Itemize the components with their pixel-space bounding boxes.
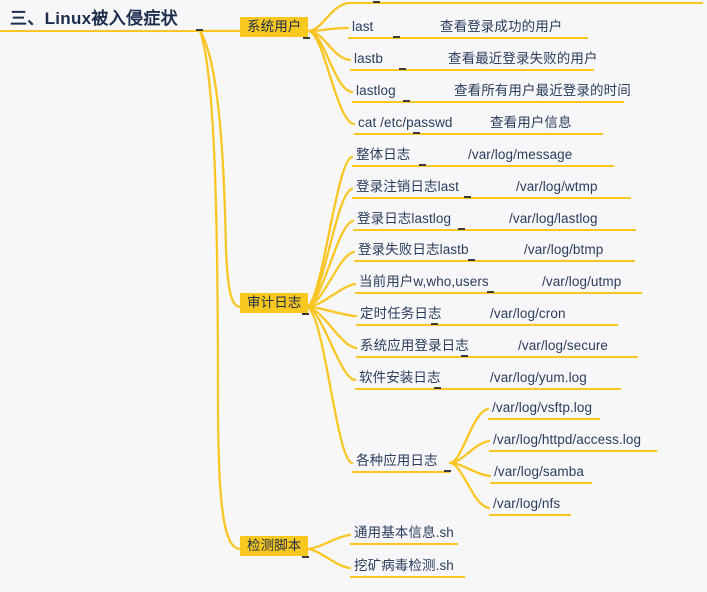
list-item[interactable]: 整体日志/var/log/message bbox=[356, 146, 572, 163]
list-item-underline bbox=[356, 324, 618, 327]
branch-detection-scripts-collapse-marker[interactable] bbox=[302, 556, 309, 559]
log-path-item[interactable]: /var/log/nfs bbox=[493, 496, 561, 511]
log-type-text: 登录注销日志last bbox=[356, 179, 460, 194]
log-path-text: /var/log/secure bbox=[518, 338, 609, 353]
log-type-text: 登录失败日志lastb bbox=[358, 242, 469, 257]
log-type-text: 系统应用登录日志 bbox=[360, 338, 469, 353]
clipped-row-collapse-marker[interactable] bbox=[373, 1, 380, 4]
list-item[interactable]: 登录日志lastlog/var/log/lastlog bbox=[357, 210, 598, 227]
branch-detection-scripts[interactable]: 检测脚本 bbox=[240, 536, 309, 556]
script-item[interactable]: 挖矿病毒检测.sh bbox=[354, 558, 454, 573]
list-item-underline bbox=[355, 388, 621, 391]
description-text: 查看最近登录失败的用户 bbox=[448, 51, 598, 66]
branch-system-users[interactable]: 系统用户 bbox=[240, 17, 309, 37]
list-item-underline bbox=[352, 101, 624, 104]
subbranch-application-logs-underline bbox=[352, 471, 450, 474]
list-item-collapse-marker[interactable] bbox=[434, 387, 441, 390]
log-path-text: /var/log/yum.log bbox=[490, 370, 587, 385]
list-item[interactable]: lastb 查看最近登录失败的用户 bbox=[354, 50, 598, 67]
log-type-text: 当前用户w,who,users bbox=[359, 274, 489, 289]
log-path-item[interactable]: /var/log/httpd/access.log bbox=[493, 432, 642, 447]
script-item-underline bbox=[350, 543, 458, 546]
log-type-text: 软件安装日志 bbox=[359, 370, 441, 385]
branch-audit-logs-label: 审计日志 bbox=[240, 293, 309, 313]
branch-system-users-collapse-marker[interactable] bbox=[303, 37, 310, 40]
log-path-item-underline bbox=[490, 482, 592, 485]
list-item[interactable]: last 查看登录成功的用户 bbox=[352, 18, 562, 35]
list-item[interactable]: 当前用户w,who,users/var/log/utmp bbox=[359, 273, 621, 290]
subbranch-application-logs-collapse-marker[interactable] bbox=[444, 470, 451, 473]
description-text: 查看登录成功的用户 bbox=[440, 19, 563, 34]
list-item[interactable]: 系统应用登录日志/var/log/secure bbox=[360, 337, 608, 354]
root-node-underline bbox=[0, 30, 200, 33]
list-item-collapse-marker[interactable] bbox=[419, 164, 426, 167]
list-item[interactable]: 登录注销日志last/var/log/wtmp bbox=[356, 178, 598, 195]
list-item-underline bbox=[355, 292, 642, 295]
clipped-row-underline bbox=[348, 2, 703, 5]
list-item-underline bbox=[352, 165, 614, 168]
subbranch-application-logs-label[interactable]: 各种应用日志 bbox=[356, 453, 438, 468]
list-item-underline bbox=[354, 260, 635, 263]
log-path-text: /var/log/btmp bbox=[524, 242, 604, 257]
script-item-underline bbox=[350, 576, 465, 579]
list-item-collapse-marker[interactable] bbox=[458, 228, 465, 231]
list-item-collapse-marker[interactable] bbox=[399, 68, 406, 71]
list-item-collapse-marker[interactable] bbox=[487, 291, 494, 294]
description-text: 查看所有用户最近登录的时间 bbox=[454, 83, 631, 98]
list-item-underline bbox=[353, 229, 636, 232]
command-text: last bbox=[352, 19, 374, 34]
log-path-item-underline bbox=[489, 514, 571, 517]
list-item-collapse-marker[interactable] bbox=[403, 100, 410, 103]
list-item-collapse-marker[interactable] bbox=[468, 259, 475, 262]
list-item-underline bbox=[352, 197, 631, 200]
root-collapse-marker[interactable] bbox=[196, 29, 203, 32]
root-node-label[interactable]: 三、Linux被入侵症状 bbox=[10, 9, 178, 28]
list-item[interactable]: lastlog 查看所有用户最近登录的时间 bbox=[356, 82, 631, 99]
branch-audit-logs[interactable]: 审计日志 bbox=[240, 293, 309, 313]
command-text: lastb bbox=[354, 51, 384, 66]
log-path-text: /var/log/lastlog bbox=[509, 211, 598, 226]
log-path-text: /var/log/utmp bbox=[542, 274, 622, 289]
list-item-underline bbox=[356, 356, 638, 359]
log-path-item[interactable]: /var/log/samba bbox=[494, 464, 584, 479]
list-item-underline bbox=[350, 69, 594, 72]
log-path-text: /var/log/cron bbox=[490, 306, 566, 321]
list-item[interactable]: 定时任务日志/var/log/cron bbox=[360, 305, 566, 322]
script-item[interactable]: 通用基本信息.sh bbox=[354, 525, 454, 540]
branch-system-users-label: 系统用户 bbox=[240, 17, 309, 37]
list-item-underline bbox=[354, 133, 603, 136]
list-item-collapse-marker[interactable] bbox=[413, 132, 420, 135]
description-text: 查看用户信息 bbox=[490, 115, 572, 130]
log-type-text: 登录日志lastlog bbox=[357, 211, 452, 226]
log-type-text: 整体日志 bbox=[356, 147, 411, 162]
log-path-item-underline bbox=[488, 418, 600, 421]
branch-audit-logs-collapse-marker[interactable] bbox=[302, 313, 309, 316]
list-item-underline bbox=[348, 37, 588, 40]
log-path-item[interactable]: /var/log/vsftp.log bbox=[492, 400, 593, 415]
list-item-collapse-marker[interactable] bbox=[464, 196, 471, 199]
log-path-text: /var/log/message bbox=[468, 147, 573, 162]
log-path-text: /var/log/wtmp bbox=[516, 179, 598, 194]
branch-detection-scripts-label: 检测脚本 bbox=[240, 536, 309, 556]
command-text: cat /etc/passwd bbox=[358, 115, 453, 130]
list-item-collapse-marker[interactable] bbox=[431, 323, 438, 326]
list-item[interactable]: 软件安装日志/var/log/yum.log bbox=[359, 369, 587, 386]
command-text: lastlog bbox=[356, 83, 396, 98]
list-item[interactable]: cat /etc/passwd 查看用户信息 bbox=[358, 114, 572, 131]
list-item-collapse-marker[interactable] bbox=[393, 36, 400, 39]
log-type-text: 定时任务日志 bbox=[360, 306, 442, 321]
list-item-collapse-marker[interactable] bbox=[461, 355, 468, 358]
log-path-item-underline bbox=[489, 450, 657, 453]
list-item[interactable]: 登录失败日志lastb/var/log/btmp bbox=[358, 241, 603, 258]
